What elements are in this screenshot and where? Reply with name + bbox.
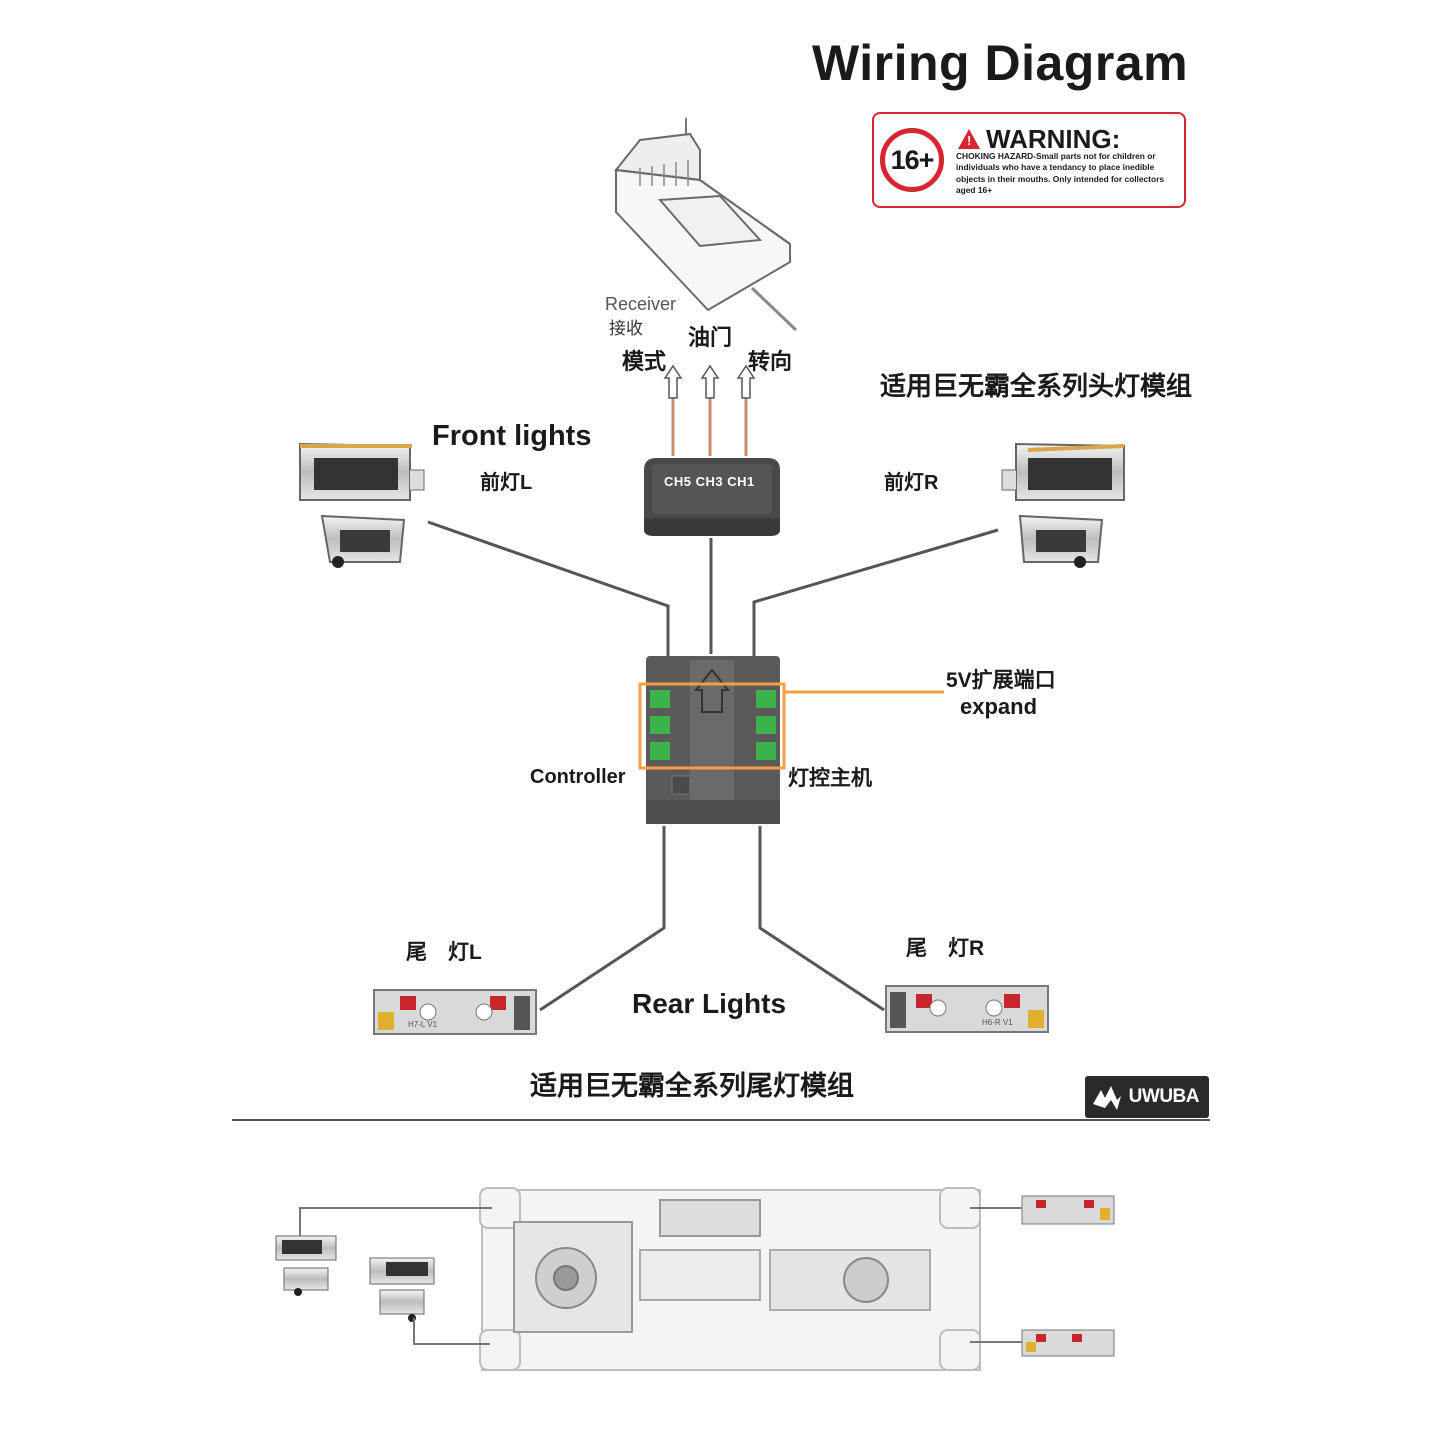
expand-port-label-en: expand xyxy=(960,694,1038,719)
brand-name: UWUBA xyxy=(1128,1086,1200,1107)
chassis-wires xyxy=(299,1207,1022,1345)
warning-box xyxy=(872,112,1186,208)
controller-illustration xyxy=(638,656,944,824)
chassis-headlight-units xyxy=(275,1235,435,1322)
headlight-right-illustration xyxy=(1001,442,1125,568)
brand-mark-icon xyxy=(1093,1086,1121,1110)
warning-heading: ! WARNING: xyxy=(958,124,1120,155)
channel-connector-label: CH5 CH3 CH1 xyxy=(664,474,755,489)
taillight-series-note: 适用巨无霸全系列尾灯模组 xyxy=(530,1071,854,1101)
chassis-taillight-boards xyxy=(1021,1195,1115,1357)
brand-logo: UWUBA xyxy=(1085,1076,1209,1118)
rear-lights-title: Rear Lights xyxy=(632,988,787,1019)
front-light-right-label: 前灯R xyxy=(884,472,939,494)
controller-label-cn: 灯控主机 xyxy=(788,767,872,790)
age-badge: 16+ xyxy=(880,128,944,192)
rear-light-right-label: 尾 灯R xyxy=(906,937,985,960)
taillight-left-board xyxy=(373,989,537,1035)
receiver-illustration xyxy=(614,118,798,332)
front-lights-title: Front lights xyxy=(432,420,592,452)
rear-right-board-code: H6-R V1 xyxy=(982,1018,1013,1027)
channel-throttle-label: 油门 xyxy=(688,325,733,350)
warning-triangle-icon: ! xyxy=(958,129,980,149)
channel-steering-label: 转向 xyxy=(748,349,793,374)
taillight-right-board xyxy=(885,985,1049,1033)
rear-left-board-code: H7-L V1 xyxy=(408,1020,438,1029)
chassis-topview-illustration xyxy=(479,1187,981,1371)
headlight-left-illustration xyxy=(299,442,425,568)
rear-light-left-label: 尾 灯L xyxy=(406,941,482,964)
diagram-title: Wiring Diagram xyxy=(812,35,1189,91)
channel-wires xyxy=(663,364,756,456)
receiver-label-en: Receiver xyxy=(605,294,677,314)
controller-label-en: Controller xyxy=(530,766,626,788)
channel-mode-label: 模式 xyxy=(622,349,667,374)
front-light-left-label: 前灯L xyxy=(480,472,533,494)
warning-heading-text: WARNING: xyxy=(986,124,1121,154)
receiver-label-cn: 接收 xyxy=(609,319,643,339)
harness-wires xyxy=(427,520,999,1012)
expand-port-label-cn: 5V扩展端口 xyxy=(946,669,1056,692)
warning-text: CHOKING HAZARD-Small parts not for child… xyxy=(956,151,1165,196)
headlight-series-note: 适用巨无霸全系列头灯模组 xyxy=(880,371,1193,401)
channel-connector-module xyxy=(644,458,780,536)
